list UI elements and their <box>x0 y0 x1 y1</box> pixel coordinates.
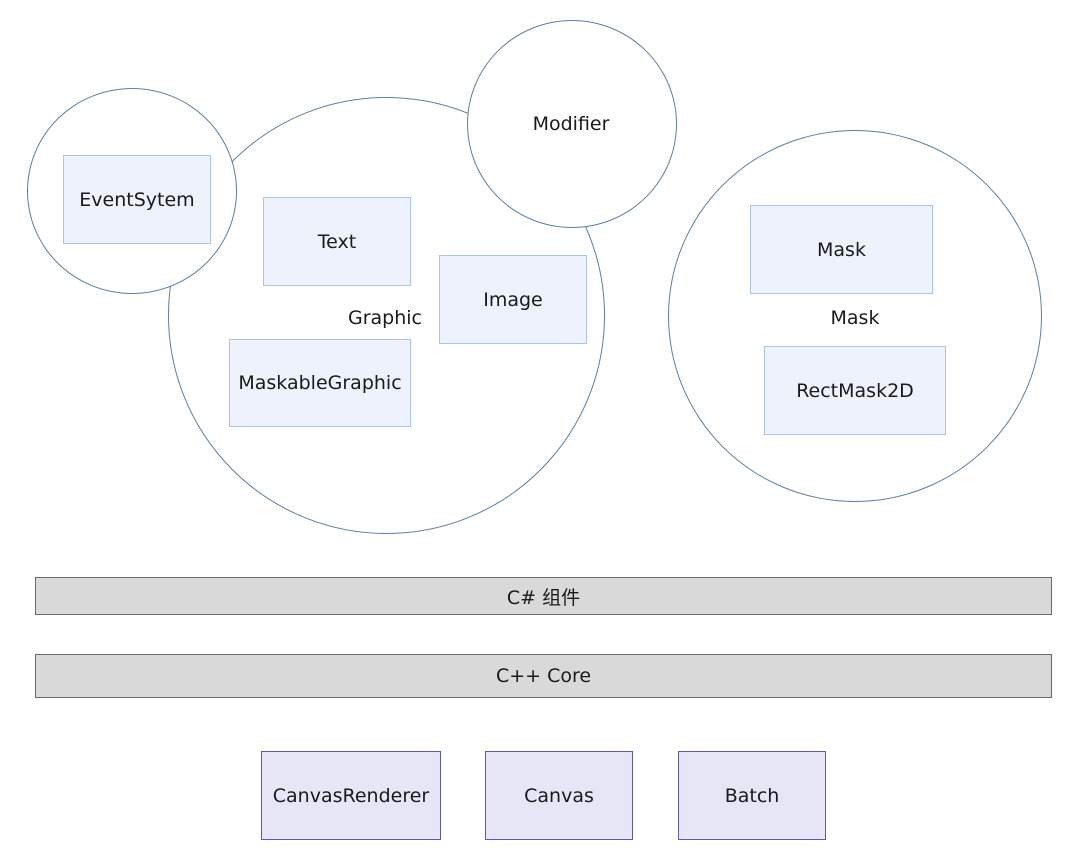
mask-circle <box>668 130 1042 502</box>
modifier-circle <box>467 20 677 228</box>
modifier-label: Modifier <box>532 113 610 135</box>
batch-box: Batch <box>678 751 826 840</box>
maskable-graphic-box: MaskableGraphic <box>229 339 411 427</box>
canvas-box: Canvas <box>485 751 633 840</box>
rect-mask-2d-box: RectMask2D <box>764 346 946 435</box>
canvas-renderer-box: CanvasRenderer <box>261 751 441 840</box>
mask-group-label: Mask <box>830 307 880 329</box>
csharp-components-layer: C# 组件 <box>35 577 1052 615</box>
mask-box: Mask <box>750 205 933 294</box>
text-box: Text <box>263 197 411 286</box>
cpp-core-layer: C++ Core <box>35 654 1052 698</box>
event-system-box: EventSytem <box>63 155 211 244</box>
image-box: Image <box>439 255 587 344</box>
graphic-label: Graphic <box>347 307 423 329</box>
